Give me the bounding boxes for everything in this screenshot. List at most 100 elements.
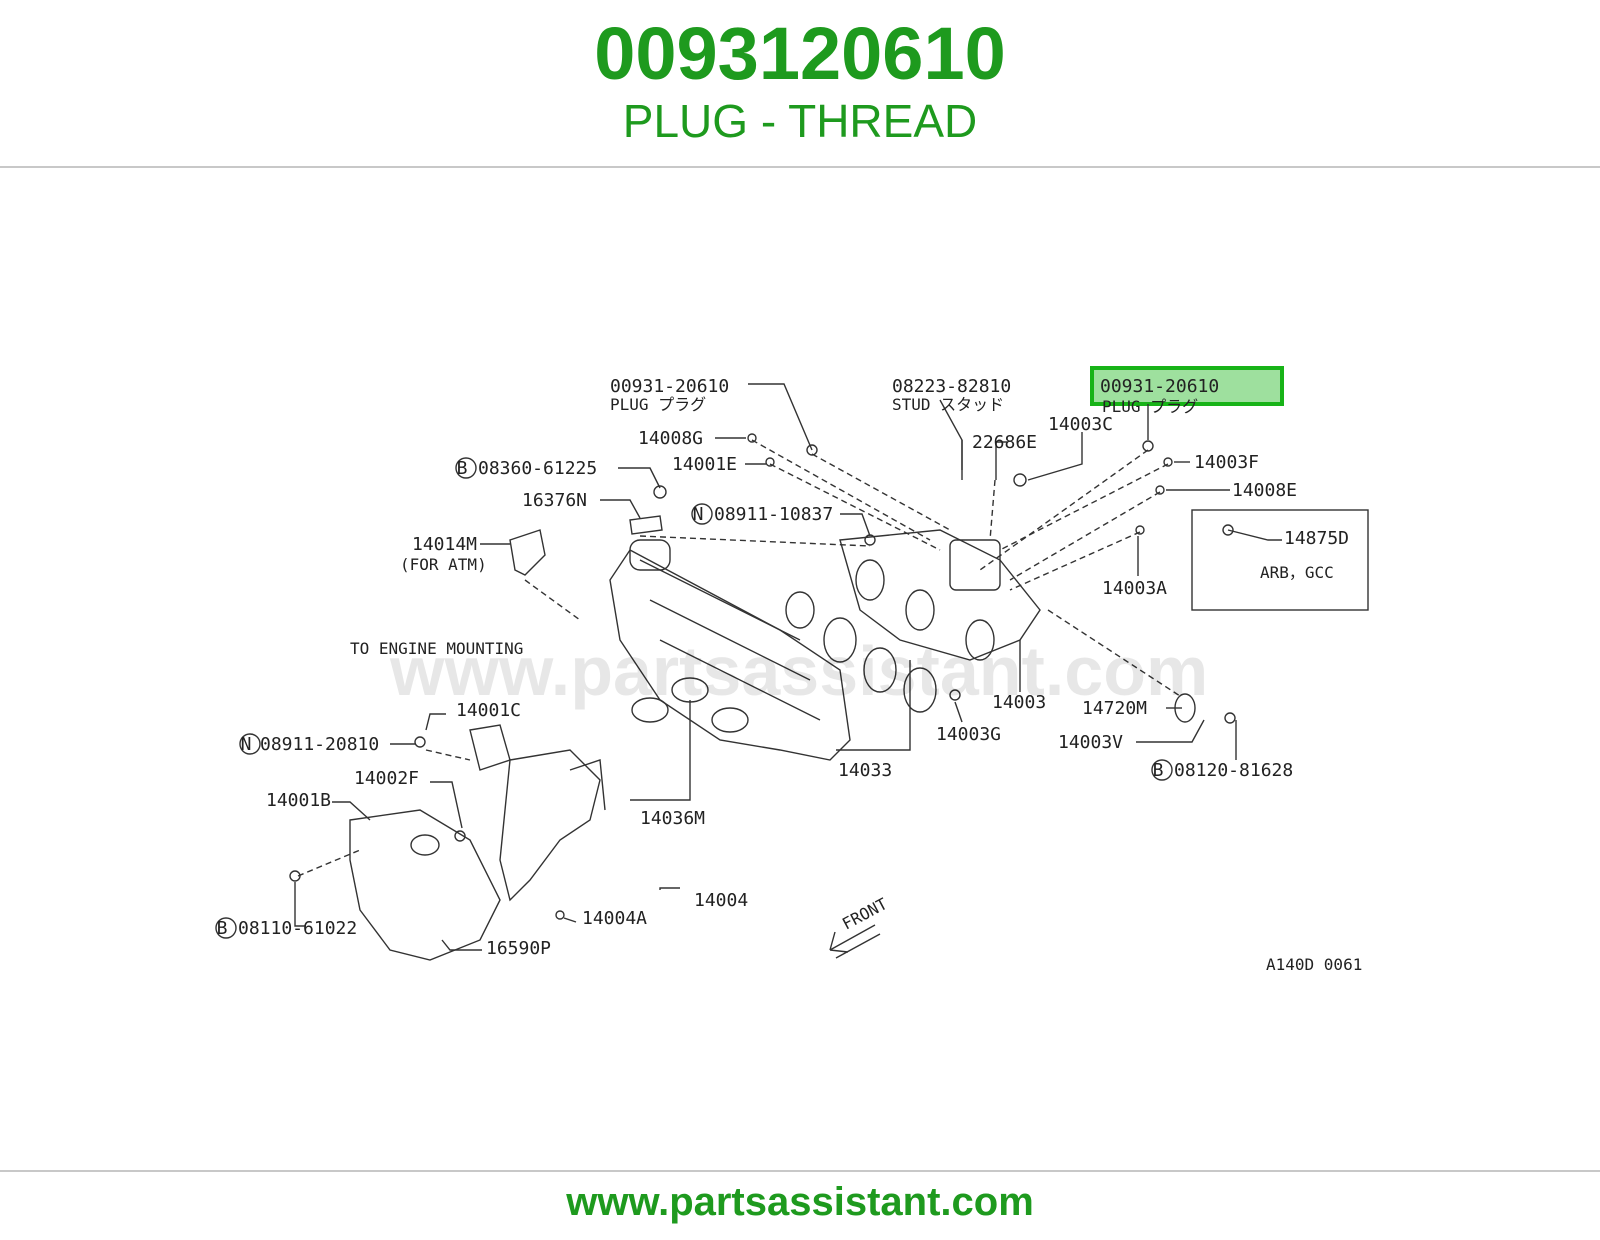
highlighted-part-sub: PLUG プラグ (1102, 397, 1198, 416)
label-08360[interactable]: 08360-61225 (478, 458, 597, 479)
b-circle-2 (1151, 759, 1173, 781)
nut-14003g (949, 689, 961, 701)
part-number-title: 0093120610 (594, 12, 1006, 95)
bolt-14003a (1135, 525, 1145, 535)
heat-shield-16590p (349, 809, 501, 961)
leader-plug-left (748, 383, 813, 451)
label-14001e[interactable]: 14001E (672, 454, 737, 475)
leader-14001c (425, 713, 446, 731)
bolt-08360 (653, 485, 667, 499)
part-description: PLUG - THREAD (622, 95, 978, 147)
label-14001b[interactable]: 14001B (266, 790, 331, 811)
leader-14004a (563, 917, 577, 923)
nut-22686e (1013, 473, 1027, 487)
label-for-atm: (FOR ATM) (400, 555, 487, 574)
front-arrow-shaft (835, 933, 881, 959)
leader-14875d (1227, 529, 1282, 541)
label-14008e[interactable]: 14008E (1232, 480, 1297, 501)
b-mark-1: B (457, 458, 468, 479)
dash-plug-right (979, 449, 1149, 571)
label-22686e[interactable]: 22686E (972, 432, 1037, 453)
highlighted-part-number[interactable]: 00931-20610 (1100, 376, 1219, 397)
intake-runners (639, 559, 821, 721)
bolt-08120 (1224, 712, 1236, 724)
label-14003c[interactable]: 14003C (1048, 414, 1113, 435)
label-14003v[interactable]: 14003V (1058, 732, 1123, 753)
dash-14003a (1009, 531, 1141, 591)
gasket-14001c (469, 724, 511, 771)
label-14004a[interactable]: 14004A (582, 908, 647, 929)
label-14003g[interactable]: 14003G (936, 724, 1001, 745)
b-circle-1 (455, 457, 477, 479)
label-plug-left-sub: PLUG プラグ (610, 395, 706, 414)
dash-14008e (1009, 491, 1161, 581)
label-stud[interactable]: 08223-82810 (892, 376, 1011, 397)
leader-22686e (995, 441, 1008, 480)
footer-website-link[interactable]: www.partsassistant.com (566, 1180, 1034, 1224)
label-arb-gcc: ARB，GCC (1260, 563, 1334, 582)
label-16590p[interactable]: 16590P (486, 938, 551, 959)
dash-16376n (639, 535, 871, 547)
parts-diagram: www.partsassistant.com 00931-20610 PLUG … (180, 340, 1420, 1010)
dash-14001e (769, 463, 941, 551)
exhaust-pipe-flange (569, 759, 606, 811)
gasket-g (903, 667, 937, 713)
b-mark-3: B (217, 918, 228, 939)
footer-divider (0, 1170, 1600, 1172)
exhaust-port-b (905, 589, 935, 631)
leader-14003g (954, 701, 963, 723)
dash-14003f (999, 463, 1169, 551)
dash-22686e (989, 479, 996, 541)
label-14008g[interactable]: 14008G (638, 428, 703, 449)
plug-right-icon (1142, 440, 1154, 452)
dash-14014m (524, 579, 581, 621)
label-08911-10837[interactable]: 08911-10837 (714, 504, 833, 525)
exploded-view-svg: www.partsassistant.com 00931-20610 PLUG … (215, 366, 1369, 974)
label-16376n[interactable]: 16376N (522, 490, 587, 511)
leader-14003c (1027, 432, 1083, 481)
plug-left-icon (806, 444, 818, 456)
label-14004[interactable]: 14004 (694, 890, 748, 911)
stud-14004a (555, 910, 565, 920)
leader-14001b (332, 801, 371, 821)
gasket-f (863, 647, 897, 693)
label-to-engine-mounting: TO ENGINE MOUNTING (350, 639, 523, 658)
dash-14008g (751, 439, 931, 541)
page-header: 0093120610 PLUG - THREAD (0, 0, 1600, 166)
label-plug-left[interactable]: 00931-20610 (610, 376, 729, 397)
label-08120[interactable]: 08120-81628 (1174, 760, 1293, 781)
label-14033[interactable]: 14033 (838, 760, 892, 781)
n-circle-1 (691, 503, 713, 525)
exhaust-pipe-14004 (499, 749, 601, 902)
leader-14033 (836, 660, 911, 751)
header-divider (0, 166, 1600, 168)
label-14001c[interactable]: 14001C (456, 700, 521, 721)
dash-08110 (297, 849, 361, 877)
gasket-a (631, 697, 669, 723)
bolt-14875d (1222, 524, 1234, 536)
label-14036m[interactable]: 14036M (640, 808, 705, 829)
throttle-port (629, 539, 671, 571)
highlight-box[interactable] (1090, 366, 1284, 406)
label-14002f[interactable]: 14002F (354, 768, 419, 789)
label-front: FRONT (839, 894, 891, 934)
leader-14003v (1136, 719, 1205, 743)
label-14003a[interactable]: 14003A (1102, 578, 1167, 599)
label-14003[interactable]: 14003 (992, 692, 1046, 713)
label-08110[interactable]: 08110-61022 (238, 918, 357, 939)
b-mark-2: B (1153, 760, 1164, 781)
label-14003f[interactable]: 14003F (1194, 452, 1259, 473)
dash-14001c (425, 749, 471, 761)
gasket-c (711, 707, 749, 733)
n-mark-2: N (241, 734, 252, 755)
leader-08360 (618, 467, 661, 489)
dash-plug-left (811, 453, 951, 531)
label-14720m[interactable]: 14720M (1082, 698, 1147, 719)
label-stud-sub: STUD スタッド (892, 395, 1004, 414)
label-14014m[interactable]: 14014M (412, 534, 477, 555)
exhaust-port-a (855, 559, 885, 601)
label-14875d[interactable]: 14875D (1284, 528, 1349, 549)
label-08911-20810[interactable]: 08911-20810 (260, 734, 379, 755)
bracket-16376n (629, 515, 663, 535)
bracket-14014m (509, 529, 546, 576)
